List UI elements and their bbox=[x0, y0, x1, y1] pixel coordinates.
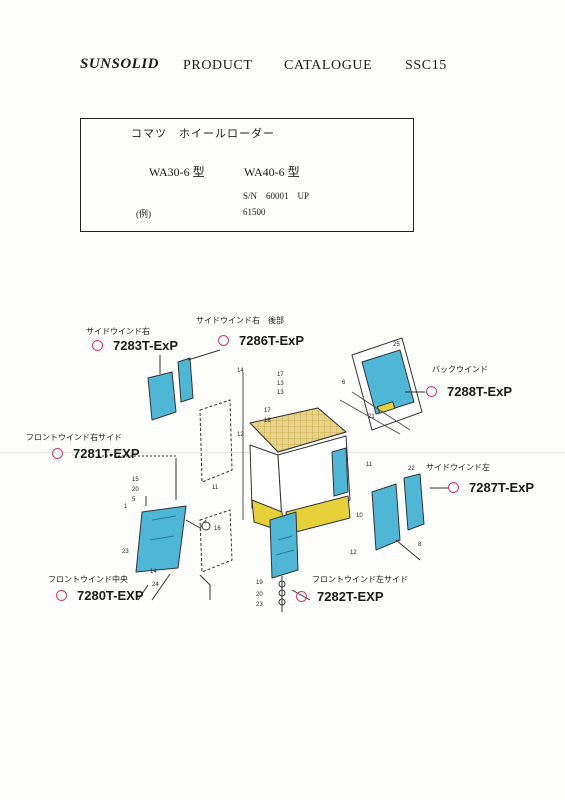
svg-text:22: 22 bbox=[408, 466, 415, 472]
marker-circle-icon bbox=[56, 590, 67, 601]
part-7288T: 7288T-ExP bbox=[426, 384, 512, 399]
side-window-right-rear-glass bbox=[177, 357, 194, 403]
part-7287T: 7287T-ExP bbox=[448, 480, 534, 495]
model-2: WA40-6 型 bbox=[244, 165, 300, 179]
svg-text:1: 1 bbox=[124, 504, 128, 510]
svg-text:10: 10 bbox=[356, 513, 363, 519]
back-window-glass bbox=[361, 349, 415, 415]
part-7281T: 7281T-EXP bbox=[52, 446, 140, 461]
svg-text:16: 16 bbox=[214, 526, 221, 532]
svg-text:14: 14 bbox=[237, 368, 244, 374]
model-1: WA30-6 型 bbox=[149, 165, 205, 179]
brand-name: SUNSOLID bbox=[80, 56, 160, 72]
marker-circle-icon bbox=[426, 386, 437, 397]
example-label: (例) bbox=[136, 209, 151, 219]
svg-text:20: 20 bbox=[256, 592, 263, 598]
label-front-window-left-side: フロントウインド左サイド bbox=[312, 575, 408, 584]
marker-circle-icon bbox=[218, 335, 229, 346]
scan-fold-line bbox=[0, 452, 565, 453]
svg-text:15: 15 bbox=[132, 477, 139, 483]
front-window-center-glass bbox=[135, 505, 187, 573]
svg-text:13: 13 bbox=[277, 390, 284, 396]
marker-circle-icon bbox=[448, 482, 459, 493]
side-window-left-front-glass bbox=[371, 483, 401, 551]
svg-text:8: 8 bbox=[418, 542, 422, 548]
marker-circle-icon bbox=[296, 591, 307, 602]
svg-text:17: 17 bbox=[277, 372, 284, 378]
model-info-box: コマツ ホイールローダー WA30-6 型 WA40-6 型 S/N 60001… bbox=[80, 118, 414, 232]
svg-text:19: 19 bbox=[256, 580, 263, 586]
header-word-product: PRODUCT bbox=[183, 58, 253, 73]
part-7280T: 7280T-EXP bbox=[56, 588, 144, 603]
svg-text:5: 5 bbox=[132, 497, 136, 503]
serial-example: 61500 bbox=[243, 207, 266, 217]
svg-text:12: 12 bbox=[237, 432, 244, 438]
svg-text:12: 12 bbox=[350, 550, 357, 556]
serial-range: S/N 60001 UP bbox=[243, 191, 310, 201]
svg-text:11: 11 bbox=[366, 462, 373, 468]
svg-text:18: 18 bbox=[264, 418, 271, 424]
label-side-window-right: サイドウインド右 bbox=[86, 327, 150, 336]
svg-text:14: 14 bbox=[150, 569, 157, 575]
front-window-left-side-glass bbox=[269, 511, 299, 579]
catalogue-header: SUNSOLID PRODUCT CATALOGUE SSC15 bbox=[0, 56, 565, 78]
part-7286T: 7286T-ExP bbox=[218, 333, 304, 348]
svg-text:23: 23 bbox=[122, 549, 129, 555]
svg-text:20: 20 bbox=[132, 487, 139, 493]
catalogue-code: SSC15 bbox=[405, 58, 447, 73]
marker-circle-icon bbox=[52, 448, 63, 459]
label-back-window: バックウインド bbox=[432, 365, 488, 374]
marker-circle-icon bbox=[92, 340, 103, 351]
label-front-window-center: フロントウインド中央 bbox=[48, 575, 128, 584]
reference-numbers: 25 6 17 13 13 17 18 14 12 21 22 11 15 20 5 1 16 2… bbox=[122, 342, 422, 608]
label-side-window-left: サイドウインド左 bbox=[426, 463, 490, 472]
side-window-right-glass bbox=[147, 371, 177, 421]
svg-text:21: 21 bbox=[368, 414, 375, 420]
header-word-catalogue: CATALOGUE bbox=[284, 58, 373, 73]
label-front-window-right-side: フロントウインド右サイド bbox=[26, 433, 122, 442]
svg-text:13: 13 bbox=[277, 381, 284, 387]
svg-text:23: 23 bbox=[256, 602, 263, 608]
side-window-left-rear-glass bbox=[403, 473, 425, 531]
svg-text:11: 11 bbox=[212, 485, 219, 491]
part-7283T: 7283T-ExP bbox=[92, 338, 178, 353]
part-7282T: 7282T-EXP bbox=[296, 589, 384, 604]
svg-text:6: 6 bbox=[342, 380, 346, 386]
label-side-window-right-rear: サイドウインド右 後部 bbox=[196, 316, 284, 325]
maker-label: コマツ ホイールローダー bbox=[131, 127, 275, 140]
svg-text:24: 24 bbox=[152, 582, 159, 588]
svg-text:17: 17 bbox=[264, 408, 271, 414]
svg-text:25: 25 bbox=[393, 342, 400, 348]
